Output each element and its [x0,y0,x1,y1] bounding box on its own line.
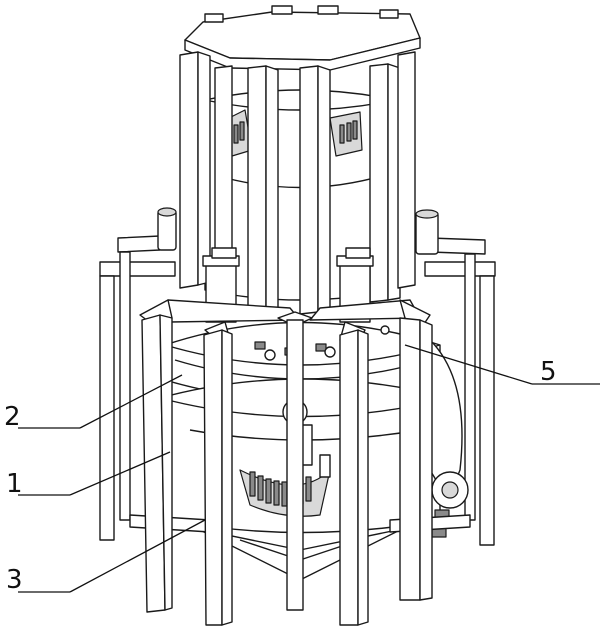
top-cap [184,5,421,71]
side-frames [99,207,496,546]
label-2: 2 [4,402,21,432]
front-legs [139,299,433,626]
label-3: 3 [6,565,23,595]
label-1: 1 [6,469,23,499]
label-5: 5 [540,357,557,387]
upper-posts [179,51,416,315]
leader-lines [18,344,600,593]
